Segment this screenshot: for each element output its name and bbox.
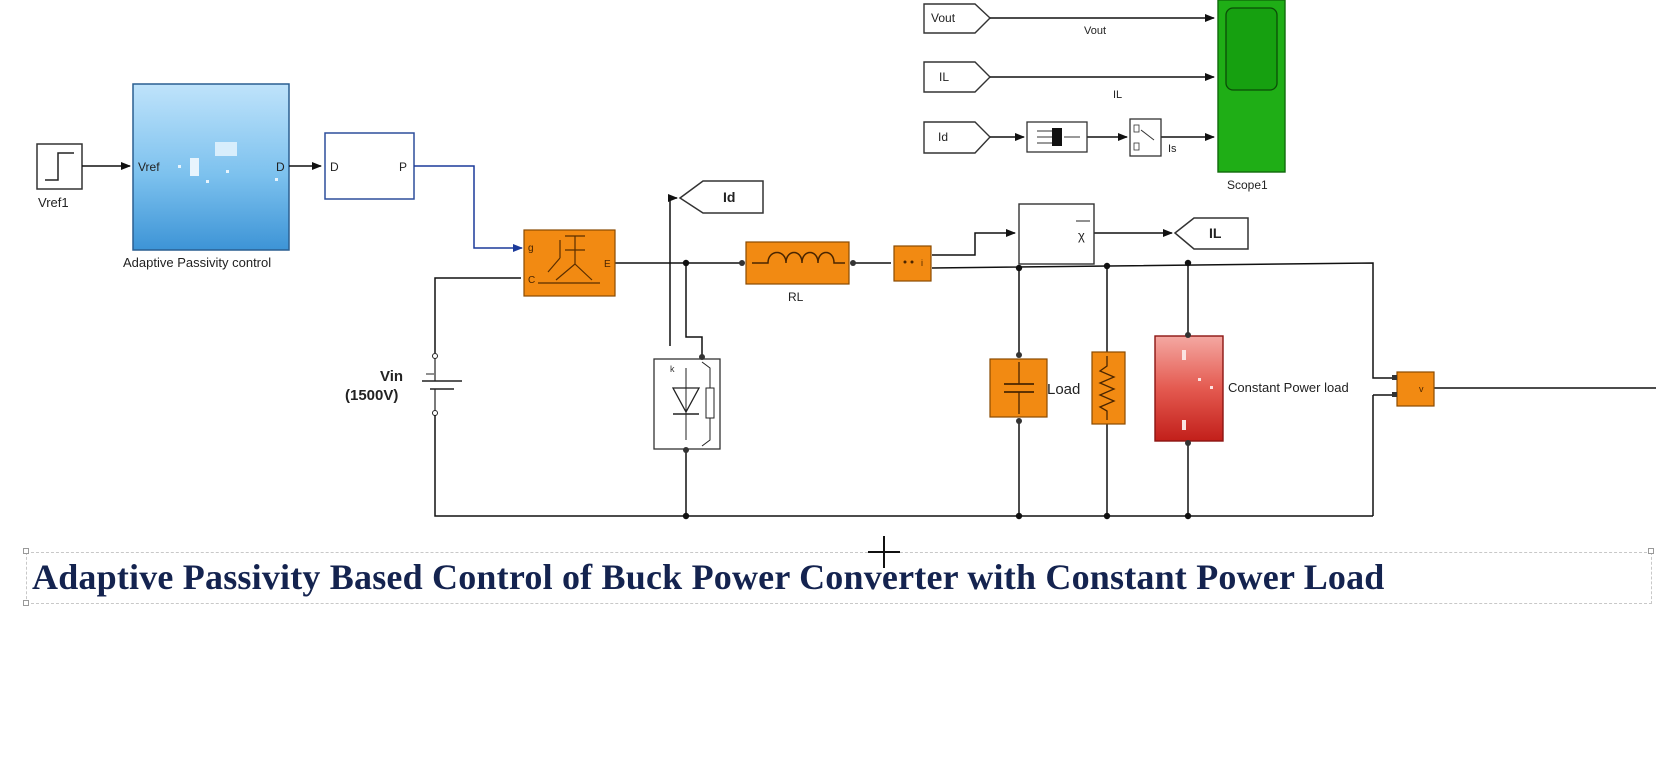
- from-tag-il[interactable]: [923, 61, 991, 93]
- wire-node-to-diode: [685, 263, 703, 355]
- capacitor-block[interactable]: [989, 352, 1048, 424]
- scope-label: Scope1: [1227, 178, 1268, 192]
- pwm-generator-block[interactable]: [324, 132, 415, 200]
- igbt-block[interactable]: g C E: [523, 229, 616, 297]
- svg-text:g: g: [528, 243, 534, 254]
- controller-output-port-label: D: [276, 160, 285, 174]
- wire-ground-bus: [434, 415, 1373, 517]
- diagram-title: Adaptive Passivity Based Control of Buck…: [32, 557, 1385, 597]
- title-resize-handle-bottom-left[interactable]: [23, 600, 29, 606]
- svg-text:i: i: [921, 258, 923, 268]
- wire-output-positive: [931, 262, 1395, 379]
- wire-current-to-gain: [932, 229, 1016, 256]
- title-resize-handle-right[interactable]: [1648, 548, 1654, 554]
- signal-label-il: IL: [1113, 89, 1122, 101]
- step-block-label: Vref1: [38, 195, 69, 210]
- constant-power-load-block[interactable]: [1154, 332, 1224, 446]
- current-measurement-block[interactable]: i: [893, 245, 932, 282]
- controller-input-port-label: Vref: [138, 160, 160, 174]
- resistor-block[interactable]: [1091, 351, 1126, 425]
- inductor-rl-block[interactable]: [739, 241, 856, 285]
- constant-power-load-label: Constant Power load: [1228, 380, 1349, 395]
- wire-pwm-to-igbt: [414, 165, 523, 252]
- from-tag-vout-label: Vout: [931, 11, 956, 25]
- from-tag-vout[interactable]: [923, 3, 992, 34]
- svg-text:E: E: [604, 259, 611, 270]
- switch-block[interactable]: [1129, 118, 1162, 157]
- svg-text:C: C: [528, 275, 535, 286]
- signal-label-vout: Vout: [1084, 25, 1106, 37]
- goto-tag-id-label: Id: [723, 189, 735, 205]
- goto-tag-il[interactable]: [1173, 217, 1249, 250]
- vin-value-label: (1500V): [345, 387, 398, 404]
- voltage-measurement-block[interactable]: v: [1392, 371, 1435, 407]
- svg-text:χ: χ: [1078, 228, 1085, 243]
- load-label: Load: [1047, 381, 1080, 398]
- crosshair-cursor-icon: [868, 536, 900, 568]
- step-block[interactable]: [36, 143, 83, 190]
- from-tag-il-label: IL: [939, 70, 949, 84]
- signal-label-is: Is: [1168, 143, 1177, 155]
- title-annotation-box[interactable]: [26, 552, 1652, 604]
- signal-conversion-block[interactable]: χ: [1018, 203, 1095, 265]
- goto-tag-il-label: IL: [1209, 225, 1222, 241]
- junction-dots: [682, 259, 1192, 520]
- scope-block[interactable]: [1217, 0, 1286, 173]
- pwm-input-port-label: D: [330, 160, 339, 174]
- title-resize-handle-left[interactable]: [23, 548, 29, 554]
- svg-text:k: k: [670, 364, 675, 374]
- dc-voltage-source[interactable]: [422, 353, 462, 416]
- controller-block-label: Adaptive Passivity control: [123, 255, 271, 270]
- from-tag-id[interactable]: [923, 121, 991, 154]
- inductor-label: RL: [788, 290, 804, 304]
- adaptive-passivity-controller-block[interactable]: [132, 83, 290, 251]
- wire-to-id-tag: [668, 194, 678, 346]
- wire-vin-to-igbt: [434, 277, 521, 353]
- diode-block[interactable]: k: [653, 354, 721, 453]
- svg-text:v: v: [1419, 384, 1424, 394]
- goto-tag-id[interactable]: [678, 180, 764, 214]
- filter-block[interactable]: [1026, 121, 1088, 153]
- from-tag-id-label: Id: [938, 130, 948, 144]
- vin-name-label: Vin: [380, 368, 403, 385]
- pwm-output-port-label: P: [399, 160, 407, 174]
